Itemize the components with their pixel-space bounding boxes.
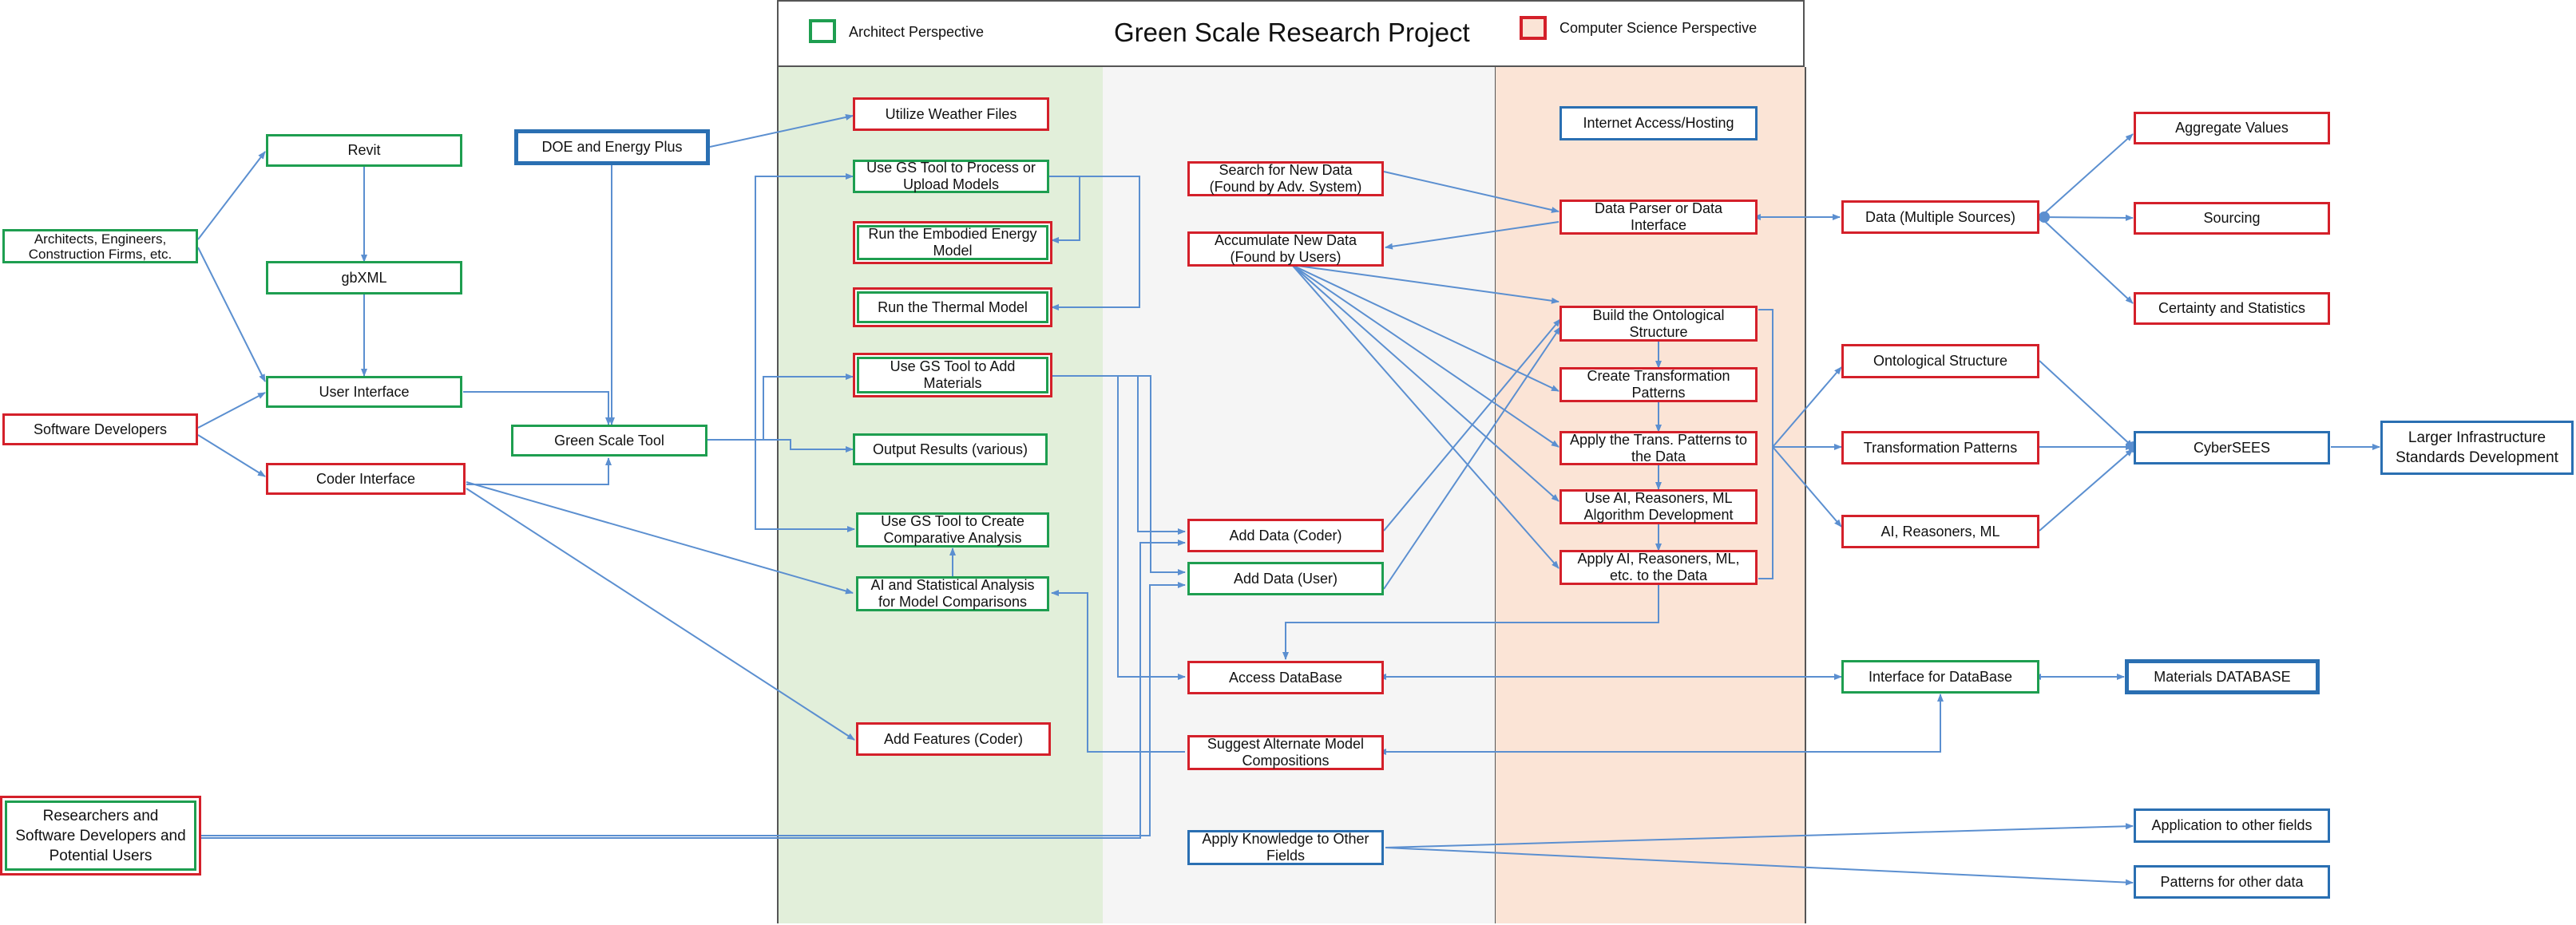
use-ai-node: Use AI, Reasoners, ML Algorithm Developm… bbox=[1559, 489, 1758, 524]
cs-legend-label: Computer Science Perspective bbox=[1559, 20, 1758, 36]
build-ontological-node: Build the Ontological Structure bbox=[1559, 306, 1758, 342]
suggest-alternate-node: Suggest Alternate Model Compositions bbox=[1187, 735, 1384, 770]
sourcing-node: Sourcing bbox=[2134, 202, 2330, 235]
page-title: Green Scale Research Project bbox=[1114, 18, 1470, 47]
architect-legend-label: Architect Perspective bbox=[849, 24, 985, 40]
cybersees-node: CyberSEES bbox=[2134, 431, 2330, 464]
materials-database-node: Materials DATABASE bbox=[2125, 659, 2320, 694]
coder-interface-node: Coder Interface bbox=[266, 463, 466, 495]
data-parser-node: Data Parser or Data Interface bbox=[1559, 200, 1758, 235]
internet-access-node: Internet Access/Hosting bbox=[1559, 106, 1758, 140]
header-panel bbox=[777, 0, 1805, 67]
output-results-node: Output Results (various) bbox=[853, 433, 1048, 465]
thermal-model-node: Run the Thermal Model bbox=[857, 291, 1048, 323]
patterns-other-data-node: Patterns for other data bbox=[2134, 865, 2330, 899]
add-data-user-node: Add Data (User) bbox=[1187, 562, 1384, 595]
apply-knowledge-node: Apply Knowledge to Other Fields bbox=[1187, 830, 1384, 865]
green-scale-tool-node: Green Scale Tool bbox=[511, 425, 707, 457]
middle-column-panel bbox=[1103, 67, 1496, 923]
add-features-node: Add Features (Coder) bbox=[856, 722, 1051, 756]
researchers-node: Researchers and Software Developers and … bbox=[5, 800, 196, 871]
cs-legend-swatch bbox=[1520, 16, 1547, 40]
apply-trans-patterns-node: Apply the Trans. Patterns to the Data bbox=[1559, 431, 1758, 465]
create-transformation-node: Create Transformation Patterns bbox=[1559, 367, 1758, 402]
weather-files-node: Utilize Weather Files bbox=[853, 97, 1049, 131]
data-multiple-sources-node: Data (Multiple Sources) bbox=[1841, 200, 2039, 234]
add-materials-node: Use GS Tool to Add Materials bbox=[857, 357, 1048, 393]
accumulate-new-data-node: Accumulate New Data (Found by Users) bbox=[1187, 231, 1384, 267]
architect-column-panel bbox=[777, 67, 1105, 923]
add-data-coder-node: Add Data (Coder) bbox=[1187, 519, 1384, 552]
embodied-energy-node: Run the Embodied Energy Model bbox=[857, 225, 1048, 260]
revit-node: Revit bbox=[266, 134, 462, 167]
certainty-statistics-node: Certainty and Statistics bbox=[2134, 292, 2330, 325]
apply-ai-node: Apply AI, Reasoners, ML, etc. to the Dat… bbox=[1559, 550, 1758, 585]
aggregate-values-node: Aggregate Values bbox=[2134, 112, 2330, 144]
gbxml-node: gbXML bbox=[266, 261, 462, 294]
process-upload-node: Use GS Tool to Process or Upload Models bbox=[853, 160, 1049, 193]
junction-dots bbox=[2039, 211, 2139, 453]
search-new-data-node: Search for New Data (Found by Adv. Syste… bbox=[1187, 161, 1384, 196]
access-database-node: Access DataBase bbox=[1187, 661, 1384, 694]
larger-infrastructure-node: Larger Infrastructure Standards Developm… bbox=[2380, 421, 2574, 475]
application-other-fields-node: Application to other fields bbox=[2134, 808, 2330, 843]
architects-node: Architects, Engineers, Construction Firm… bbox=[2, 229, 198, 263]
comparative-analysis-node: Use GS Tool to Create Comparative Analys… bbox=[856, 512, 1049, 547]
transformation-patterns-node: Transformation Patterns bbox=[1841, 431, 2039, 464]
software-developers-node: Software Developers bbox=[2, 413, 198, 445]
user-interface-node: User Interface bbox=[266, 376, 462, 408]
architect-legend-swatch bbox=[809, 19, 836, 43]
ai-reasoners-node: AI, Reasoners, ML bbox=[1841, 515, 2039, 548]
ai-statistical-node: AI and Statistical Analysis for Model Co… bbox=[856, 576, 1049, 611]
doe-energy-plus-node: DOE and Energy Plus bbox=[514, 129, 710, 165]
interface-database-node: Interface for DataBase bbox=[1841, 660, 2039, 694]
ontological-structure-node: Ontological Structure bbox=[1841, 344, 2039, 378]
